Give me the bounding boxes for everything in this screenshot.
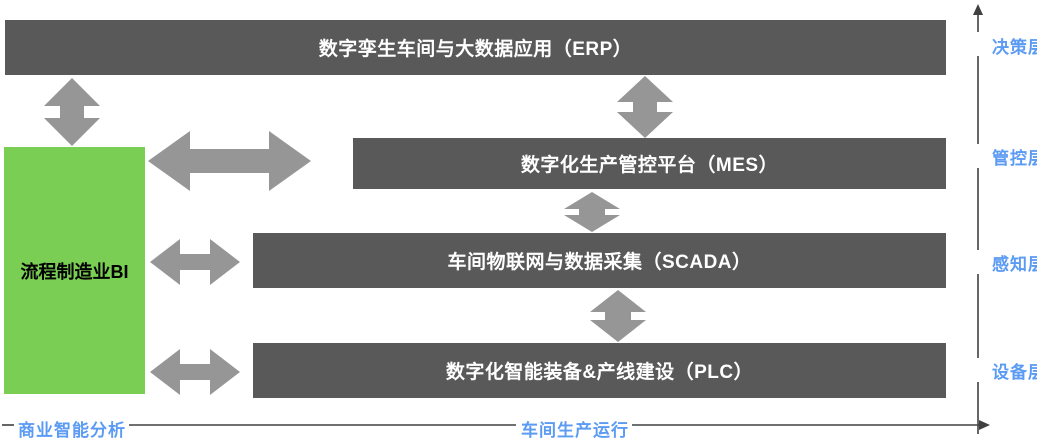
- double-arrow-vertical-erp-bi: [42, 78, 102, 146]
- horizontal-axis-arrow: [0, 412, 1000, 438]
- layer-label-decision: 决策层: [992, 38, 1037, 57]
- layer-bar-plc[interactable]: 数字化智能装备&产线建设（PLC）: [253, 343, 946, 398]
- vertical-axis-arrow: [971, 4, 985, 434]
- layer-label-device: 设备层: [992, 363, 1037, 382]
- layer-bar-scada[interactable]: 车间物联网与数据采集（SCADA）: [253, 233, 946, 288]
- layer-bar-erp[interactable]: 数字孪生车间与大数据应用（ERP）: [5, 20, 946, 75]
- double-arrow-horizontal-bi-scada: [150, 238, 240, 286]
- double-arrow-vertical-scada-plc: [588, 290, 648, 342]
- bottom-label-workshop-operation: 车间生产运行: [518, 416, 632, 441]
- double-arrow-horizontal-bi-mes: [148, 130, 311, 192]
- layer-label-sense: 感知层: [992, 255, 1037, 274]
- bottom-label-bi-analysis: 商业智能分析: [15, 416, 129, 441]
- layer-label-control: 管控层: [992, 149, 1037, 168]
- bi-box[interactable]: 流程制造业BI: [4, 147, 145, 394]
- double-arrow-horizontal-bi-plc: [150, 348, 240, 396]
- layer-bar-mes[interactable]: 数字化生产管控平台（MES）: [353, 138, 946, 189]
- double-arrow-vertical-mes-scada: [562, 192, 622, 232]
- double-arrow-vertical-erp-mes: [615, 76, 675, 138]
